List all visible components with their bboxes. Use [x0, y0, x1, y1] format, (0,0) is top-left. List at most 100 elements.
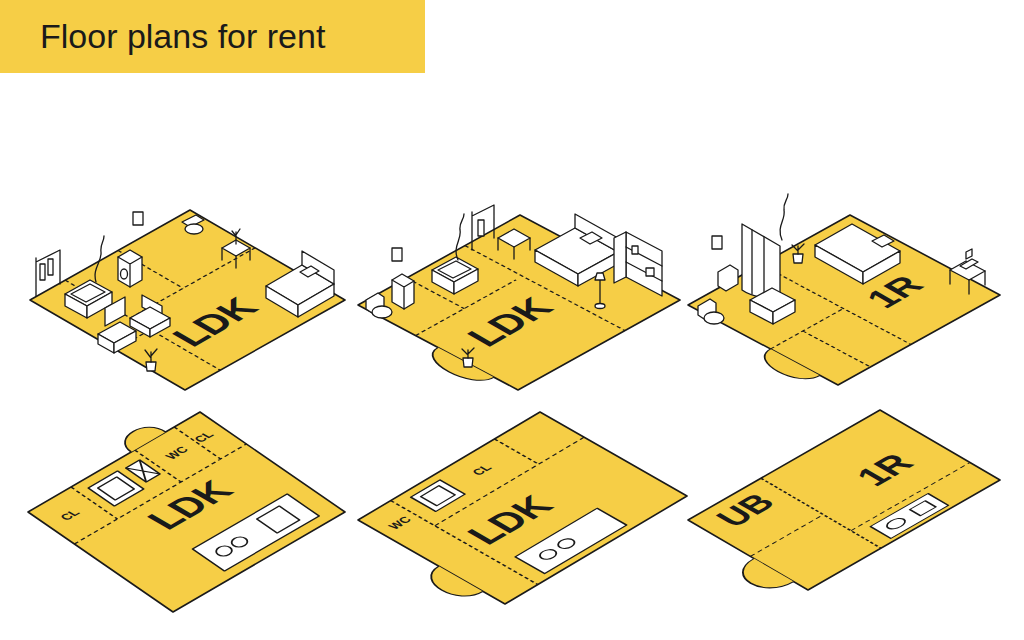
illustration-group — [698, 194, 985, 324]
illustration-shape — [646, 268, 654, 276]
illustration-shape — [752, 230, 764, 298]
illustration-shape — [815, 245, 863, 284]
illustration-shape — [535, 250, 578, 286]
floor-plate-outline — [358, 215, 680, 390]
illustration-shape — [595, 273, 605, 280]
illustration-shape — [302, 251, 334, 284]
illustration-shape — [411, 480, 465, 512]
illustration-shape — [185, 224, 203, 234]
illustration-shape — [420, 566, 483, 603]
illustration-shape — [116, 422, 166, 453]
illustration-shape — [731, 559, 794, 595]
illustration-shape — [960, 259, 978, 269]
illustration-shape — [578, 252, 618, 286]
illustration-shape — [257, 506, 300, 533]
illustration-shape — [872, 235, 894, 247]
illustration-shape — [222, 248, 250, 268]
illustration-shape — [392, 248, 402, 261]
illustration-shape — [193, 494, 320, 571]
illustration-shape — [780, 194, 788, 240]
illustration-shape — [580, 232, 602, 244]
floor-plate-outline — [28, 412, 345, 612]
illustration-shape — [950, 270, 985, 294]
illustration-shape — [462, 348, 474, 358]
illustration-shape — [71, 284, 105, 302]
illustration-shape — [626, 247, 662, 281]
illustration-shape — [121, 269, 128, 279]
illustration-shape — [88, 471, 143, 506]
floor-plate-outline — [358, 412, 687, 604]
illustration-shape — [712, 236, 722, 249]
illustration-shape — [145, 349, 157, 362]
illustration-shape — [718, 265, 738, 291]
illustration-shape — [575, 214, 618, 252]
illustration-shape — [105, 297, 125, 326]
illustration-shape — [753, 349, 820, 385]
illustration-shape — [456, 214, 464, 260]
floor-plate-outline — [30, 210, 345, 390]
illustration-shape — [150, 318, 170, 337]
illustration-shape — [555, 537, 578, 550]
illustration-shape — [910, 501, 936, 516]
illustration-shape — [599, 280, 600, 305]
illustration-shape — [391, 412, 687, 585]
illustration-shape — [133, 212, 143, 225]
illustration-shape — [498, 238, 530, 259]
illustration-shape — [421, 348, 494, 387]
illustration-shape — [614, 232, 626, 283]
illustration-shape — [392, 280, 414, 309]
illustration-group — [671, 265, 911, 395]
floor-plate: CLWCLDK — [356, 410, 689, 606]
illustration-shape — [298, 284, 334, 317]
illustration-group — [36, 212, 334, 371]
illustration-shape — [126, 460, 160, 482]
illustration-shape — [626, 232, 662, 296]
illustration-shape — [792, 244, 804, 254]
illustration-shape — [750, 300, 773, 324]
illustration-shape — [372, 306, 392, 318]
illustration-shape — [421, 486, 455, 506]
illustration-shape — [537, 548, 560, 561]
illustration-shape — [478, 220, 484, 236]
illustration-shape — [515, 508, 626, 573]
title: Floor plans for rent — [40, 17, 325, 55]
illustration-shape — [40, 264, 45, 280]
illustration-group — [665, 410, 1000, 603]
floor-plate-outline — [688, 410, 1000, 590]
illustration-shape — [966, 249, 972, 259]
illustration-shape — [28, 412, 246, 544]
illustration-shape — [130, 318, 150, 337]
floor-plate-outline — [688, 215, 1000, 385]
illustration-shape — [300, 266, 319, 277]
illustration-shape — [438, 261, 471, 278]
illustration-shape — [266, 286, 298, 317]
illustration-shape — [146, 362, 156, 371]
illustration-shape — [632, 246, 638, 254]
illustration-shape — [98, 334, 114, 353]
illustration-shape — [793, 254, 803, 263]
floor-plate: UB1R — [686, 408, 1002, 592]
illustration-shape — [118, 257, 142, 287]
illustration-shape — [126, 460, 160, 482]
illustration-shape — [114, 331, 136, 353]
illustration-shape — [48, 259, 53, 275]
illustration-shape — [883, 516, 908, 530]
illustration-shape — [95, 236, 104, 282]
illustration-group — [366, 205, 662, 367]
illustration-group — [30, 210, 345, 390]
illustration-shape — [213, 544, 235, 558]
illustration-shape — [118, 250, 142, 287]
illustration-shape — [228, 535, 250, 549]
illustration-shape — [498, 229, 530, 247]
illustration-shape — [704, 312, 724, 324]
illustration-shape — [30, 210, 345, 390]
illustration-shape — [773, 300, 795, 324]
illustration-shape — [392, 274, 414, 309]
illustration-shape — [472, 205, 494, 250]
illustration-shape — [232, 229, 240, 244]
illustration-shape — [36, 250, 60, 296]
illustration-shape — [595, 304, 605, 309]
illustration-shape — [98, 477, 134, 500]
illustration-group — [13, 402, 337, 607]
